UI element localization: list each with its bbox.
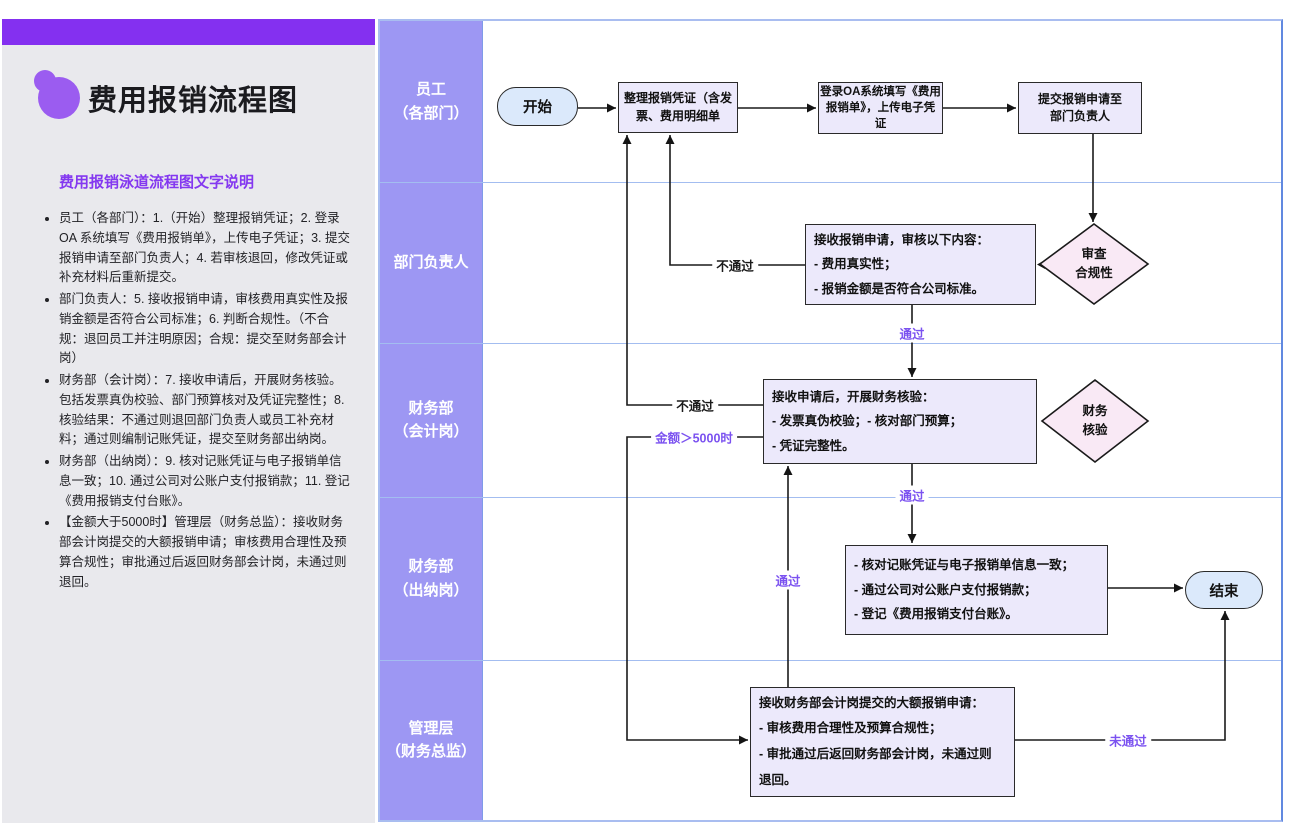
- node-text-line: 审查: [1081, 247, 1107, 262]
- lane-label-line: （财务总监）: [385, 743, 476, 760]
- node-submit-application: 提交报销申请至 部门负责人: [1018, 82, 1142, 134]
- lane-label-line: 管理层: [408, 719, 454, 737]
- node-text-line: 登录OA系统填写《费用: [820, 85, 941, 98]
- edge-label-pass-finance: 通过: [895, 485, 929, 505]
- node-text-line: 整理报销凭证（含发: [623, 91, 732, 106]
- decision-compliance-diamond: [1038, 223, 1150, 305]
- edge-label-amount-over-5000: 金额＞5000时: [651, 427, 737, 447]
- sidebar: 费用报销流程图 费用报销泳道流程图文字说明 员工（各部门）：1.（开始）整理报销…: [2, 19, 375, 823]
- decision-fincheck-diamond: [1040, 378, 1150, 464]
- decision-fincheck-label: 财务 核验: [1055, 401, 1135, 441]
- lane-label-line: 财务部: [408, 558, 454, 576]
- lane-header-management: 管理层 （财务总监）: [380, 660, 482, 820]
- node-text-line: 开始: [523, 100, 552, 116]
- page-title: 费用报销流程图: [88, 85, 299, 117]
- node-text-line: - 凭证完整性。: [772, 438, 855, 453]
- note-item: 员工（各部门）：1.（开始）整理报销凭证；2. 登录OA 系统填写《费用报销单》…: [59, 209, 352, 288]
- notes-list: 员工（各部门）：1.（开始）整理报销凭证；2. 登录OA 系统填写《费用报销单》…: [40, 209, 352, 594]
- edges-svg: [578, 103, 1230, 745]
- node-text-line: 合规性: [1075, 266, 1113, 280]
- node-management-review: 接收财务部会计岗提交的大额报销申请： - 审核费用合理性及预算合规性； - 审批…: [750, 687, 1015, 797]
- node-text-line: 接收申请后，开展财务核验：: [772, 389, 935, 404]
- node-text-line: 接收报销申请，审核以下内容：: [814, 232, 990, 247]
- node-text-line: 报销单》，上传电子凭: [825, 101, 936, 114]
- node-text-line: 退回。: [759, 772, 797, 787]
- edge-dept-fail-return: [665, 135, 805, 266]
- note-item: 部门负责人：5. 接收报销申请，审核费用真实性及报销金额是否符合公司标准；6. …: [59, 290, 352, 369]
- lane-divider: [380, 660, 1281, 661]
- node-text-line: 提交报销申请至: [1037, 91, 1122, 106]
- node-text-line: - 核对记账凭证与电子报销单信息一致；: [854, 558, 1075, 573]
- node-finance-verify: 接收申请后，开展财务核验： - 发票真伪校验；- 核对部门预算； - 凭证完整性…: [763, 379, 1037, 464]
- lane-divider: [380, 182, 1281, 183]
- node-text-line: - 报销金额是否符合公司标准。: [814, 281, 985, 296]
- lane-header-dept-head: 部门负责人: [380, 182, 482, 343]
- node-text-line: 票、费用明细单: [635, 108, 720, 123]
- lane-header-cashier: 财务部 （出纳岗）: [380, 497, 482, 660]
- sidebar-accent-bar: [2, 19, 375, 45]
- node-cashier-payment: - 核对记账凭证与电子报销单信息一致； - 通过公司对公账户支付报销款； - 登…: [845, 545, 1108, 635]
- edge-label-not-pass: 未通过: [1105, 730, 1151, 750]
- node-collect-vouchers: 整理报销凭证（含发 票、费用明细单: [618, 82, 738, 133]
- title-row: 费用报销流程图: [34, 70, 299, 119]
- node-dept-review: 接收报销申请，审核以下内容： - 费用真实性； - 报销金额是否符合公司标准。: [805, 224, 1036, 305]
- lane-label-line: （各部门）: [393, 104, 469, 122]
- node-text-line: - 通过公司对公账户支付报销款；: [854, 582, 1037, 597]
- sidebar-subtitle: 费用报销泳道流程图文字说明: [59, 174, 255, 191]
- lane-header-column: 员工 （各部门） 部门负责人 财务部 （会计岗） 财务部 （出纳岗） 管理层 （…: [380, 21, 483, 820]
- lane-divider: [380, 497, 1281, 498]
- lane-label-line: 部门负责人: [393, 253, 469, 271]
- node-text-line: - 审核费用合理性及预算合规性；: [759, 721, 942, 736]
- lane-header-accounting: 财务部 （会计岗）: [380, 343, 482, 497]
- node-text-line: - 费用真实性；: [814, 257, 897, 272]
- node-text-line: 财务: [1082, 404, 1108, 419]
- note-item: 【金额大于5000时】管理层（财务总监）：接收财务部会计岗提交的大额报销申请；审…: [59, 513, 352, 592]
- decision-compliance-label: 审查 合规性: [1054, 244, 1134, 284]
- node-text-line: - 审批通过后返回财务部会计岗，未通过则: [759, 747, 992, 761]
- lane-label-line: （会计岗）: [393, 423, 469, 440]
- edge-amount-over-5000: [626, 436, 763, 745]
- edge-label-pass-dept: 通过: [895, 323, 929, 343]
- edge-mgmt-notpass-to-end: [1015, 611, 1230, 741]
- node-text-line: - 登记《费用报销支付台账》。: [854, 607, 1018, 622]
- lane-label-line: 员工: [415, 81, 446, 99]
- lane-label-line: （出纳岗）: [393, 581, 469, 599]
- node-text-line: 接收财务部会计岗提交的大额报销申请：: [759, 695, 985, 710]
- edge-label-fail-finance: 不通过: [672, 395, 718, 415]
- note-item: 财务部（会计岗）：7. 接收申请后，开展财务核验。包括发票真伪校验、部门预算核对…: [59, 371, 352, 450]
- lane-label-line: 财务部: [408, 399, 454, 417]
- node-text-line: 结束: [1209, 583, 1239, 600]
- node-text-line: 部门负责人: [1049, 109, 1110, 123]
- note-item: 财务部（出纳岗）：9. 核对记账凭证与电子报销单信息一致；10. 通过公司对公账…: [59, 452, 352, 511]
- lane-divider: [380, 343, 1281, 344]
- edge-label-fail-dept: 不通过: [712, 255, 758, 275]
- edge-label-pass-management: 通过: [771, 570, 805, 590]
- node-fill-oa-form: 登录OA系统填写《费用 报销单》，上传电子凭 证: [818, 82, 943, 134]
- chart-area: 开始 整理报销凭证（含发 票、费用明细单 登录OA系统填写《费用 报销单》，上传…: [483, 21, 1283, 820]
- logo-blob-icon: [34, 70, 80, 119]
- lane-header-employee: 员工 （各部门）: [380, 21, 482, 182]
- node-end: 结束: [1185, 571, 1263, 609]
- swimlane-diagram: 员工 （各部门） 部门负责人 财务部 （会计岗） 财务部 （出纳岗） 管理层 （…: [378, 19, 1283, 822]
- node-text-line: 证: [874, 118, 887, 131]
- node-text-line: 核验: [1082, 423, 1108, 437]
- node-start: 开始: [497, 87, 578, 126]
- node-text-line: - 发票真伪校验；- 核对部门预算；: [772, 414, 963, 429]
